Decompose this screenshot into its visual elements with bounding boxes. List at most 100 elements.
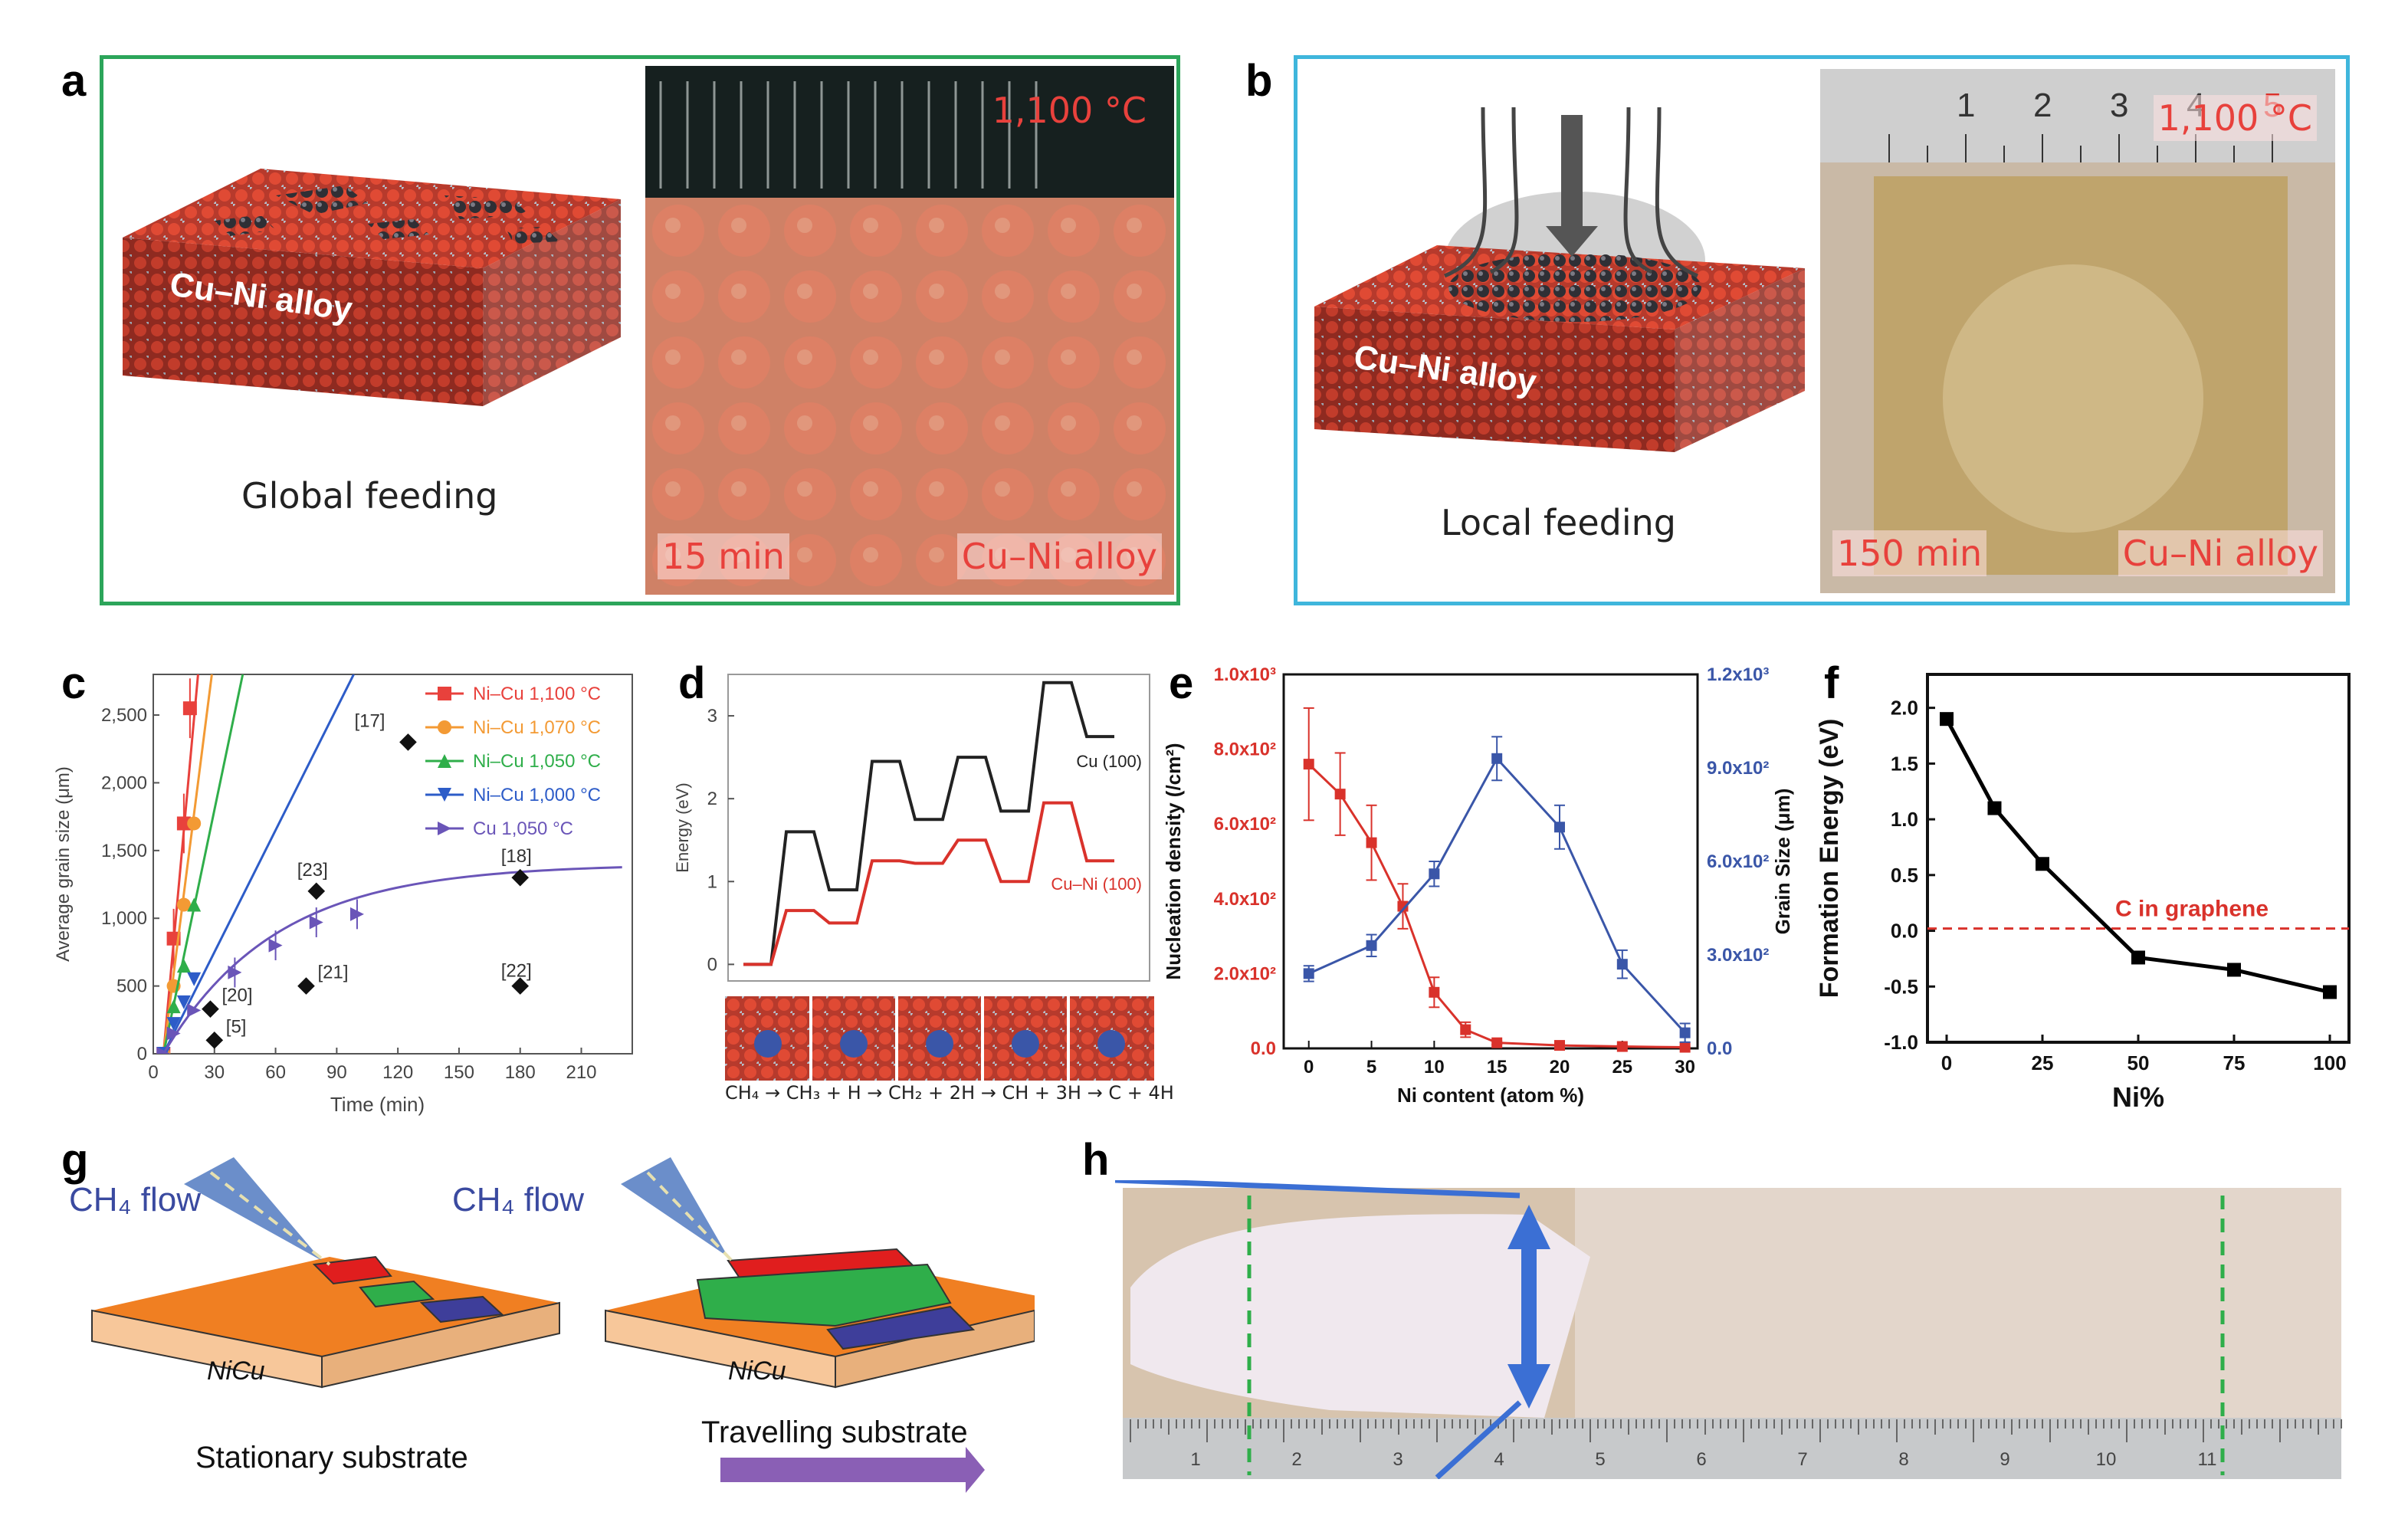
y-tick-label: 1.5 bbox=[1891, 752, 1918, 775]
reference-point bbox=[202, 1000, 219, 1018]
y-tick-label: 2 bbox=[707, 789, 717, 809]
reference-line-label: C in graphene bbox=[2115, 897, 2269, 922]
x-axis-label: Time (min) bbox=[330, 1093, 425, 1116]
panel-a-alloy-illustration: Cu–Ni alloy bbox=[123, 169, 621, 406]
y-left-tick-label: 2.0x10² bbox=[1214, 963, 1276, 984]
data-point bbox=[1366, 940, 1377, 951]
ruler-h-label-9: 9 bbox=[2000, 1449, 2009, 1470]
plot-frame bbox=[153, 674, 633, 1055]
ruler-h bbox=[1123, 1418, 2341, 1479]
graphene-island-5 bbox=[506, 227, 559, 244]
series-line bbox=[1944, 717, 2331, 994]
stationary-caption: Stationary substrate bbox=[195, 1441, 468, 1474]
reference-point bbox=[399, 733, 417, 751]
reference-label: [23] bbox=[297, 860, 328, 881]
fit-curve-4 bbox=[162, 866, 622, 1054]
plot-frame bbox=[1926, 673, 2351, 1044]
alloy-side-face bbox=[1675, 268, 1805, 452]
data-point bbox=[1334, 789, 1346, 800]
data-point bbox=[187, 1003, 202, 1018]
data-point bbox=[176, 959, 191, 973]
x-tick-label: 10 bbox=[1424, 1057, 1445, 1078]
photo-a-temperature: 1,100 °C bbox=[992, 90, 1147, 131]
gas-flow-lines bbox=[1444, 107, 1698, 278]
panel-label-e: e bbox=[1169, 658, 1194, 708]
data-point bbox=[1303, 968, 1314, 979]
reference-label: [17] bbox=[354, 710, 385, 731]
ruler-h-label-7: 7 bbox=[1797, 1449, 1807, 1470]
data-point bbox=[1303, 759, 1314, 770]
travelling-caption: Travelling substrate bbox=[701, 1415, 968, 1449]
data-point bbox=[228, 965, 242, 979]
panel-label-c: c bbox=[61, 658, 87, 708]
ruler-h-label-11: 11 bbox=[2198, 1449, 2217, 1470]
data-point bbox=[268, 938, 283, 953]
data-point bbox=[349, 907, 364, 921]
y-right-axis-label: Grain Size (μm) bbox=[1771, 789, 1794, 935]
x-tick-label: 60 bbox=[265, 1062, 286, 1083]
legend-marker bbox=[438, 687, 451, 700]
panel-a-photo: 1,100 °C 15 min Cu–Ni alloy bbox=[645, 66, 1174, 595]
y-right-tick-label: 1.2x10³ bbox=[1707, 664, 1769, 685]
x-axis-label: Ni content (atom %) bbox=[1397, 1084, 1584, 1107]
graphene-island-2 bbox=[445, 195, 529, 219]
substrate-label-2: NiCu bbox=[728, 1356, 786, 1386]
legend-label: Ni–Cu 1,070 °C bbox=[473, 717, 601, 738]
series-label-1: Cu–Ni (100) bbox=[1051, 874, 1142, 894]
data-point bbox=[2036, 857, 2049, 871]
y-tick-label: 1,000 bbox=[101, 908, 147, 929]
data-point bbox=[1429, 868, 1440, 880]
ch4-nozzle-icon bbox=[184, 1157, 322, 1261]
legend-marker bbox=[438, 754, 451, 768]
data-point bbox=[166, 1026, 181, 1041]
data-point bbox=[1397, 900, 1409, 912]
ch4-flow-label-2: CH₄ flow bbox=[452, 1181, 584, 1219]
data-point bbox=[1616, 1041, 1628, 1052]
x-tick-label: 150 bbox=[444, 1062, 474, 1083]
ni-atom-icon bbox=[840, 1030, 868, 1058]
y-tick-label: 2,000 bbox=[101, 772, 147, 793]
y-right-tick-label: 9.0x10² bbox=[1707, 758, 1769, 779]
alloy-side-face bbox=[483, 199, 621, 406]
legend-marker bbox=[438, 822, 451, 835]
legend-label: Ni–Cu 1,050 °C bbox=[473, 751, 601, 772]
y-tick-label: 0 bbox=[707, 954, 717, 975]
stationary-substrate: NiCu CH₄ flow Stationary substrate bbox=[69, 1157, 560, 1474]
reference-point bbox=[205, 1032, 224, 1049]
x-tick-label: 50 bbox=[2128, 1051, 2150, 1074]
data-point bbox=[166, 1017, 181, 1032]
substrate-label-1: NiCu bbox=[207, 1356, 265, 1386]
x-tick-label: 0 bbox=[148, 1062, 158, 1083]
panel-g-illustration: NiCu CH₄ flow Stationary substrate NiCu … bbox=[69, 1157, 1035, 1493]
y-tick-label: 2,500 bbox=[101, 705, 147, 726]
ruler-h-label-4: 4 bbox=[1494, 1449, 1504, 1470]
ch4-flow-label-1: CH₄ flow bbox=[69, 1181, 201, 1219]
data-point bbox=[166, 999, 181, 1014]
panel-b-frame bbox=[1294, 55, 2350, 605]
reference-label: [21] bbox=[317, 963, 348, 983]
panel-b-photo: 1 2 3 4 5 1,100 °C 150 min Cu–Ni alloy bbox=[1820, 69, 2335, 593]
plot-frame bbox=[1282, 673, 1699, 1050]
y-axis-label: Average grain size (μm) bbox=[54, 766, 74, 962]
y-tick-label: -0.5 bbox=[1884, 975, 1918, 998]
ruler-b-tick-2: 2 bbox=[2033, 87, 2052, 124]
data-point bbox=[1940, 712, 1954, 727]
data-point bbox=[1554, 1040, 1565, 1051]
data-point bbox=[1987, 801, 2002, 815]
y-left-tick-label: 8.0x10² bbox=[1214, 740, 1276, 760]
reference-label: [5] bbox=[226, 1016, 247, 1037]
energy-profile-0 bbox=[743, 681, 1114, 966]
x-tick-label: 30 bbox=[1675, 1057, 1695, 1078]
ruler-h-label-3: 3 bbox=[1393, 1449, 1402, 1470]
legend-marker bbox=[438, 788, 451, 802]
y-axis-label: Formation Energy (eV) bbox=[1815, 719, 1844, 999]
local-feeding-caption: Local feeding bbox=[1441, 502, 1676, 543]
legend-label: Ni–Cu 1,100 °C bbox=[473, 684, 601, 704]
y-right-tick-label: 3.0x10² bbox=[1707, 945, 1769, 966]
graphene-film bbox=[1130, 1214, 1590, 1418]
data-point bbox=[176, 995, 191, 1009]
graphene-island-1 bbox=[276, 185, 368, 215]
data-point bbox=[309, 915, 323, 930]
